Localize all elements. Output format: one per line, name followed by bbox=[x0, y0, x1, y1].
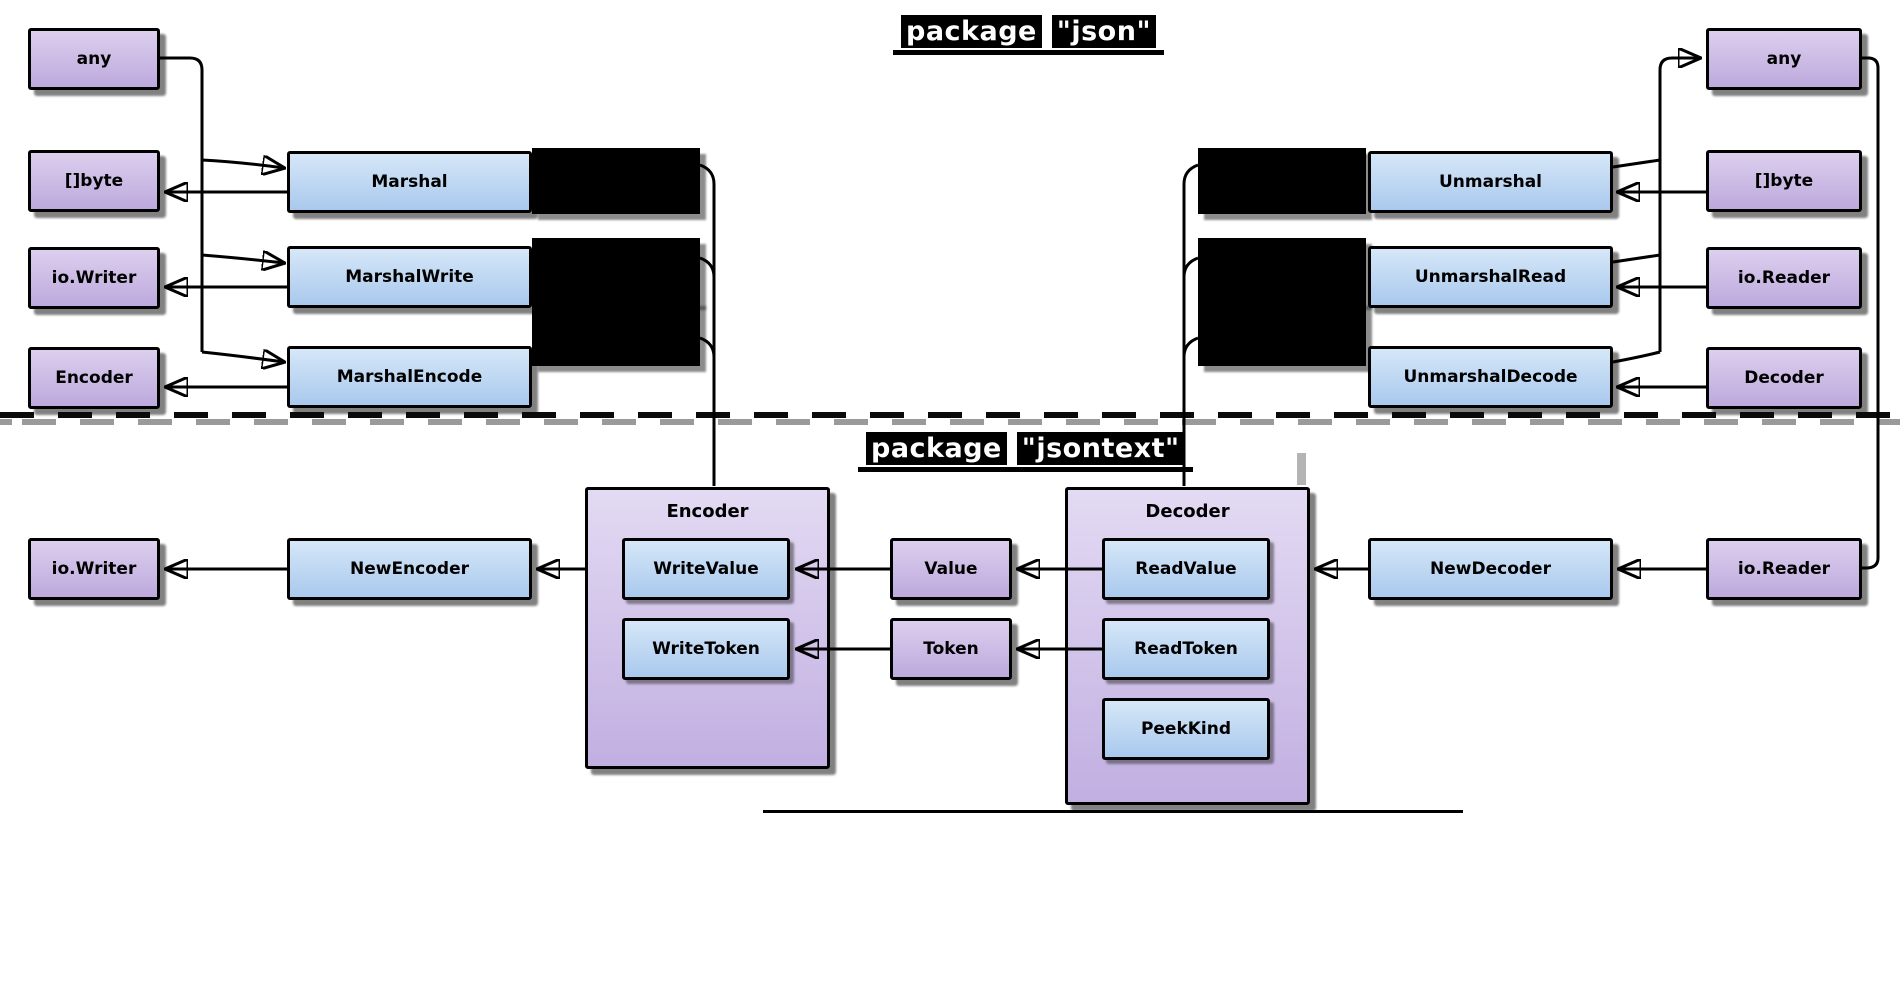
type-box-ioreader-bottom: io.Reader bbox=[1706, 538, 1862, 600]
redacted-label-block bbox=[1198, 148, 1366, 214]
type-box-encoder-top: Encoder bbox=[28, 347, 160, 409]
wire-unmarshal-branch bbox=[1612, 158, 1661, 169]
func-box-unmarshal: Unmarshal bbox=[1368, 151, 1613, 213]
type-label: Token bbox=[923, 639, 979, 659]
type-box-decoder-top: Decoder bbox=[1706, 347, 1862, 409]
func-label: MarshalEncode bbox=[336, 367, 483, 387]
func-label: UnmarshalDecode bbox=[1403, 367, 1578, 387]
func-box-marshal: Marshal bbox=[287, 151, 532, 213]
json-package-title: package "json" bbox=[893, 15, 1165, 55]
type-box-value: Value bbox=[890, 538, 1012, 600]
method-box-writevalue: WriteValue bbox=[622, 538, 790, 600]
func-box-unmarshaldecode: UnmarshalDecode bbox=[1368, 346, 1613, 408]
method-label: ReadToken bbox=[1134, 639, 1238, 659]
type-box-token: Token bbox=[890, 618, 1012, 680]
redacted-label-block bbox=[532, 300, 700, 366]
type-label: io.Reader bbox=[1737, 268, 1831, 288]
redacted-label-block bbox=[532, 148, 700, 214]
wire-unmarshaldecode-branch bbox=[1612, 350, 1661, 364]
redacted-label-block bbox=[1198, 238, 1366, 304]
func-label: NewEncoder bbox=[349, 559, 470, 579]
json-package-title-name: "json" bbox=[1051, 15, 1157, 48]
func-label: MarshalWrite bbox=[345, 267, 474, 287]
type-box-bytes-left: []byte bbox=[28, 150, 160, 212]
func-label: UnmarshalRead bbox=[1414, 267, 1567, 287]
type-label: Value bbox=[924, 559, 978, 579]
type-label: any bbox=[1766, 49, 1802, 69]
type-box-ioreader-top: io.Reader bbox=[1706, 247, 1862, 309]
wire-far-right-vertical bbox=[1862, 56, 1880, 570]
method-label: WriteToken bbox=[652, 639, 760, 659]
type-box-any-right: any bbox=[1706, 28, 1862, 90]
func-label: NewDecoder bbox=[1430, 559, 1551, 579]
render-artifact bbox=[1297, 453, 1306, 485]
redacted-label-block bbox=[1198, 300, 1366, 366]
func-box-newdecoder: NewDecoder bbox=[1368, 538, 1613, 600]
type-box-iowriter-top: io.Writer bbox=[28, 247, 160, 309]
wire-unmarshalread-branch bbox=[1612, 253, 1661, 264]
method-box-readtoken: ReadToken bbox=[1102, 618, 1270, 680]
jsontext-package-title-word: package bbox=[866, 432, 1007, 465]
package-divider bbox=[0, 412, 1900, 418]
method-label: ReadValue bbox=[1135, 559, 1237, 579]
encoder-container-title: Encoder bbox=[666, 501, 749, 522]
type-label: io.Reader bbox=[1737, 559, 1831, 579]
decoder-container-title: Decoder bbox=[1145, 501, 1230, 522]
method-box-readvalue: ReadValue bbox=[1102, 538, 1270, 600]
type-label: io.Writer bbox=[51, 559, 137, 579]
jsontext-package-title-name: "jsontext" bbox=[1016, 432, 1185, 465]
encoder-container: Encoder WriteValue WriteToken bbox=[585, 487, 830, 769]
func-box-marshalencode: MarshalEncode bbox=[287, 346, 532, 408]
wire-marshal-to-jsontext-encoder bbox=[699, 163, 716, 486]
type-box-any-left: any bbox=[28, 28, 160, 90]
decoder-container: Decoder ReadValue ReadToken PeekKind bbox=[1065, 487, 1310, 805]
type-label: []byte bbox=[1754, 171, 1814, 191]
func-label: Unmarshal bbox=[1439, 172, 1542, 192]
json-package-title-word: package bbox=[901, 15, 1042, 48]
jsontext-package-title: package "jsontext" bbox=[858, 432, 1193, 472]
method-label: PeekKind bbox=[1140, 719, 1232, 739]
arrow-unmarshal-to-any bbox=[1658, 58, 1700, 352]
method-box-peekkind: PeekKind bbox=[1102, 698, 1270, 760]
type-box-iowriter-bottom: io.Writer bbox=[28, 538, 160, 600]
method-box-writetoken: WriteToken bbox=[622, 618, 790, 680]
func-label: Marshal bbox=[371, 172, 448, 192]
method-label: WriteValue bbox=[653, 559, 759, 579]
func-box-unmarshalread: UnmarshalRead bbox=[1368, 246, 1613, 308]
wire-marshalencode-junction bbox=[699, 336, 716, 358]
wire-any-trunk bbox=[160, 56, 204, 352]
func-box-marshalwrite: MarshalWrite bbox=[287, 246, 532, 308]
redacted-label-block bbox=[532, 238, 700, 304]
type-box-bytes-right: []byte bbox=[1706, 150, 1862, 212]
arrow-any-to-marshalwrite bbox=[201, 255, 284, 263]
arrow-any-to-marshalencode bbox=[201, 352, 284, 362]
wire-unmarshalread-junction bbox=[1182, 256, 1199, 278]
bottom-frame-line bbox=[763, 810, 1463, 813]
type-label: io.Writer bbox=[51, 268, 137, 288]
arrow-any-to-marshal bbox=[201, 160, 284, 168]
func-box-newencoder: NewEncoder bbox=[287, 538, 532, 600]
type-label: Encoder bbox=[55, 368, 133, 388]
type-label: []byte bbox=[64, 171, 124, 191]
package-divider-gray bbox=[0, 419, 1900, 425]
type-label: any bbox=[76, 49, 112, 69]
type-label: Decoder bbox=[1744, 368, 1824, 388]
wire-marshalwrite-junction bbox=[699, 256, 716, 278]
wire-unmarshaldecode-junction bbox=[1182, 336, 1199, 358]
